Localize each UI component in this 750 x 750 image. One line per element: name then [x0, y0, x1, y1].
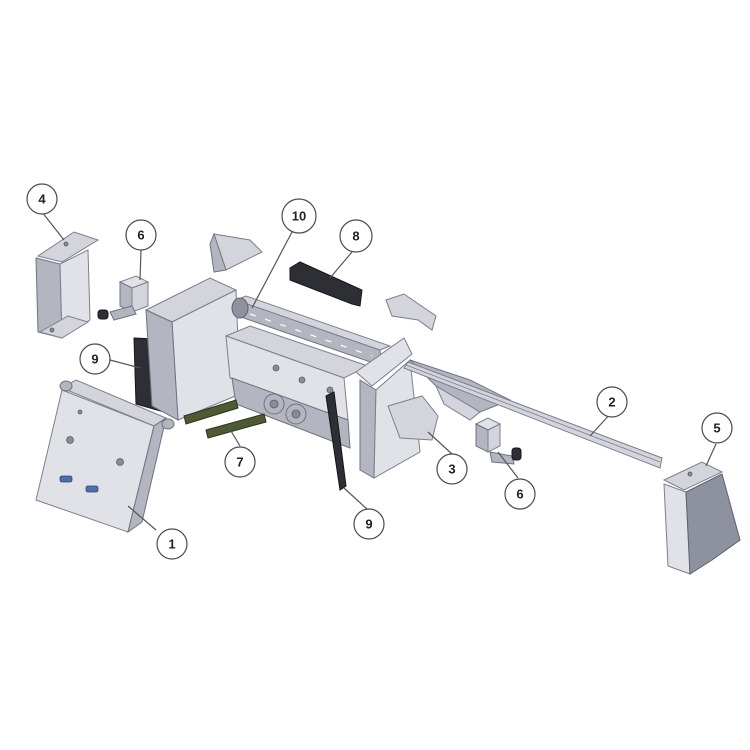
callout-6-right: 6 [504, 478, 536, 510]
main-frame-body [224, 325, 370, 449]
svg-text:2: 2 [608, 395, 615, 410]
svg-text:5: 5 [713, 421, 720, 436]
callout-10: 10 [281, 198, 317, 234]
svg-text:8: 8 [352, 229, 359, 244]
svg-text:3: 3 [448, 462, 455, 477]
part-2-rod [403, 361, 663, 469]
callout-2: 2 [596, 386, 628, 418]
svg-text:6: 6 [516, 487, 523, 502]
part-6-sensor-left [97, 275, 150, 321]
callout-8: 8 [339, 219, 373, 253]
part-4-end-bracket [35, 231, 100, 339]
part-10-shaft [231, 295, 392, 367]
main-frame-left-plate [144, 232, 263, 421]
svg-text:1: 1 [168, 537, 175, 552]
svg-text:7: 7 [236, 455, 243, 470]
callout-4: 4 [26, 183, 58, 215]
callout-3: 3 [436, 453, 468, 485]
svg-text:4: 4 [38, 192, 46, 207]
part-8-strip [289, 261, 363, 307]
svg-text:6: 6 [137, 228, 144, 243]
callout-1: 1 [156, 528, 188, 560]
part-9-gasket-right [325, 391, 347, 491]
svg-text:10: 10 [292, 209, 306, 224]
callout-7: 7 [224, 446, 256, 478]
part-5-end-bracket [662, 461, 741, 575]
callout-5: 5 [701, 412, 733, 444]
part-1-front-plate [35, 379, 175, 534]
svg-text:9: 9 [91, 352, 98, 367]
part-6-sensor-right [474, 417, 522, 465]
callout-9-left: 9 [79, 343, 111, 375]
callout-9-right: 9 [353, 508, 385, 540]
part-7-springs [183, 399, 267, 439]
callout-6-left: 6 [125, 219, 157, 251]
svg-text:9: 9 [365, 517, 372, 532]
